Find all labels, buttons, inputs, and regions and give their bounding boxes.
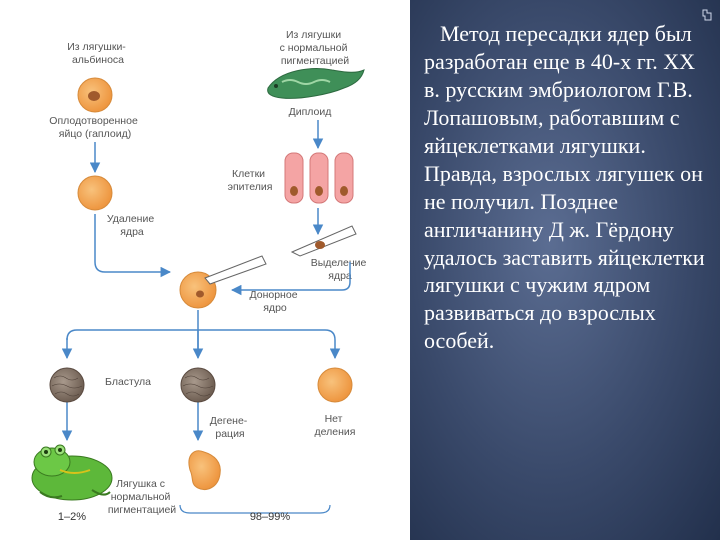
albino-source-label: Из лягушки- альбиноса (67, 41, 128, 66)
nucleus-removal-label: Удаление ядра (107, 213, 157, 238)
no-division-label: Нет деления (315, 413, 356, 438)
fertilized-egg-label: Оплодотворенное яйцо (гаплоид) (49, 115, 140, 140)
diagram-canvas: Из лягушки- альбиноса Из лягушки с норма… (31, 29, 370, 523)
failure-bracket (179, 504, 331, 514)
nuclear-transfer-diagram: Из лягушки- альбиноса Из лягушки с норма… (31, 29, 370, 523)
donor-nucleus-label: Донорное ядро (250, 289, 301, 314)
success-rate: 1–2% (58, 511, 86, 523)
blastula (49, 367, 85, 403)
tadpole-image (267, 68, 365, 99)
failure-rate: 98–99% (250, 511, 291, 523)
text-panel: Метод пересадки ядер был разработан еще … (410, 0, 720, 540)
blastula-degenerating (180, 367, 216, 403)
slide-body-text: Метод пересадки ядер был разработан еще … (424, 21, 705, 354)
corner-ornament-icon (702, 9, 712, 21)
injection-pipette (204, 255, 267, 285)
blastula-label: Бластула (105, 376, 151, 388)
undivided-egg (317, 367, 353, 403)
fertilized-egg (77, 77, 113, 113)
degeneration-label: Дегене- рация (210, 415, 250, 440)
isolation-pipette (290, 225, 357, 257)
enucleated-egg (77, 175, 113, 211)
nucleus-isolation-label: Выделение ядра (311, 257, 370, 282)
flow-arrows (61, 120, 351, 442)
normal-frog-label: Лягушка с нормальной пигментацией (108, 478, 176, 516)
diploid-label: Диплоид (289, 106, 332, 118)
epithelial-cells (284, 152, 354, 204)
frog-image (31, 444, 113, 501)
epithelial-cells-label: Клетки эпителия (228, 168, 273, 193)
normal-source-label: Из лягушки с нормальной пигментацией (280, 29, 351, 67)
degenerated-embryo (188, 450, 221, 490)
